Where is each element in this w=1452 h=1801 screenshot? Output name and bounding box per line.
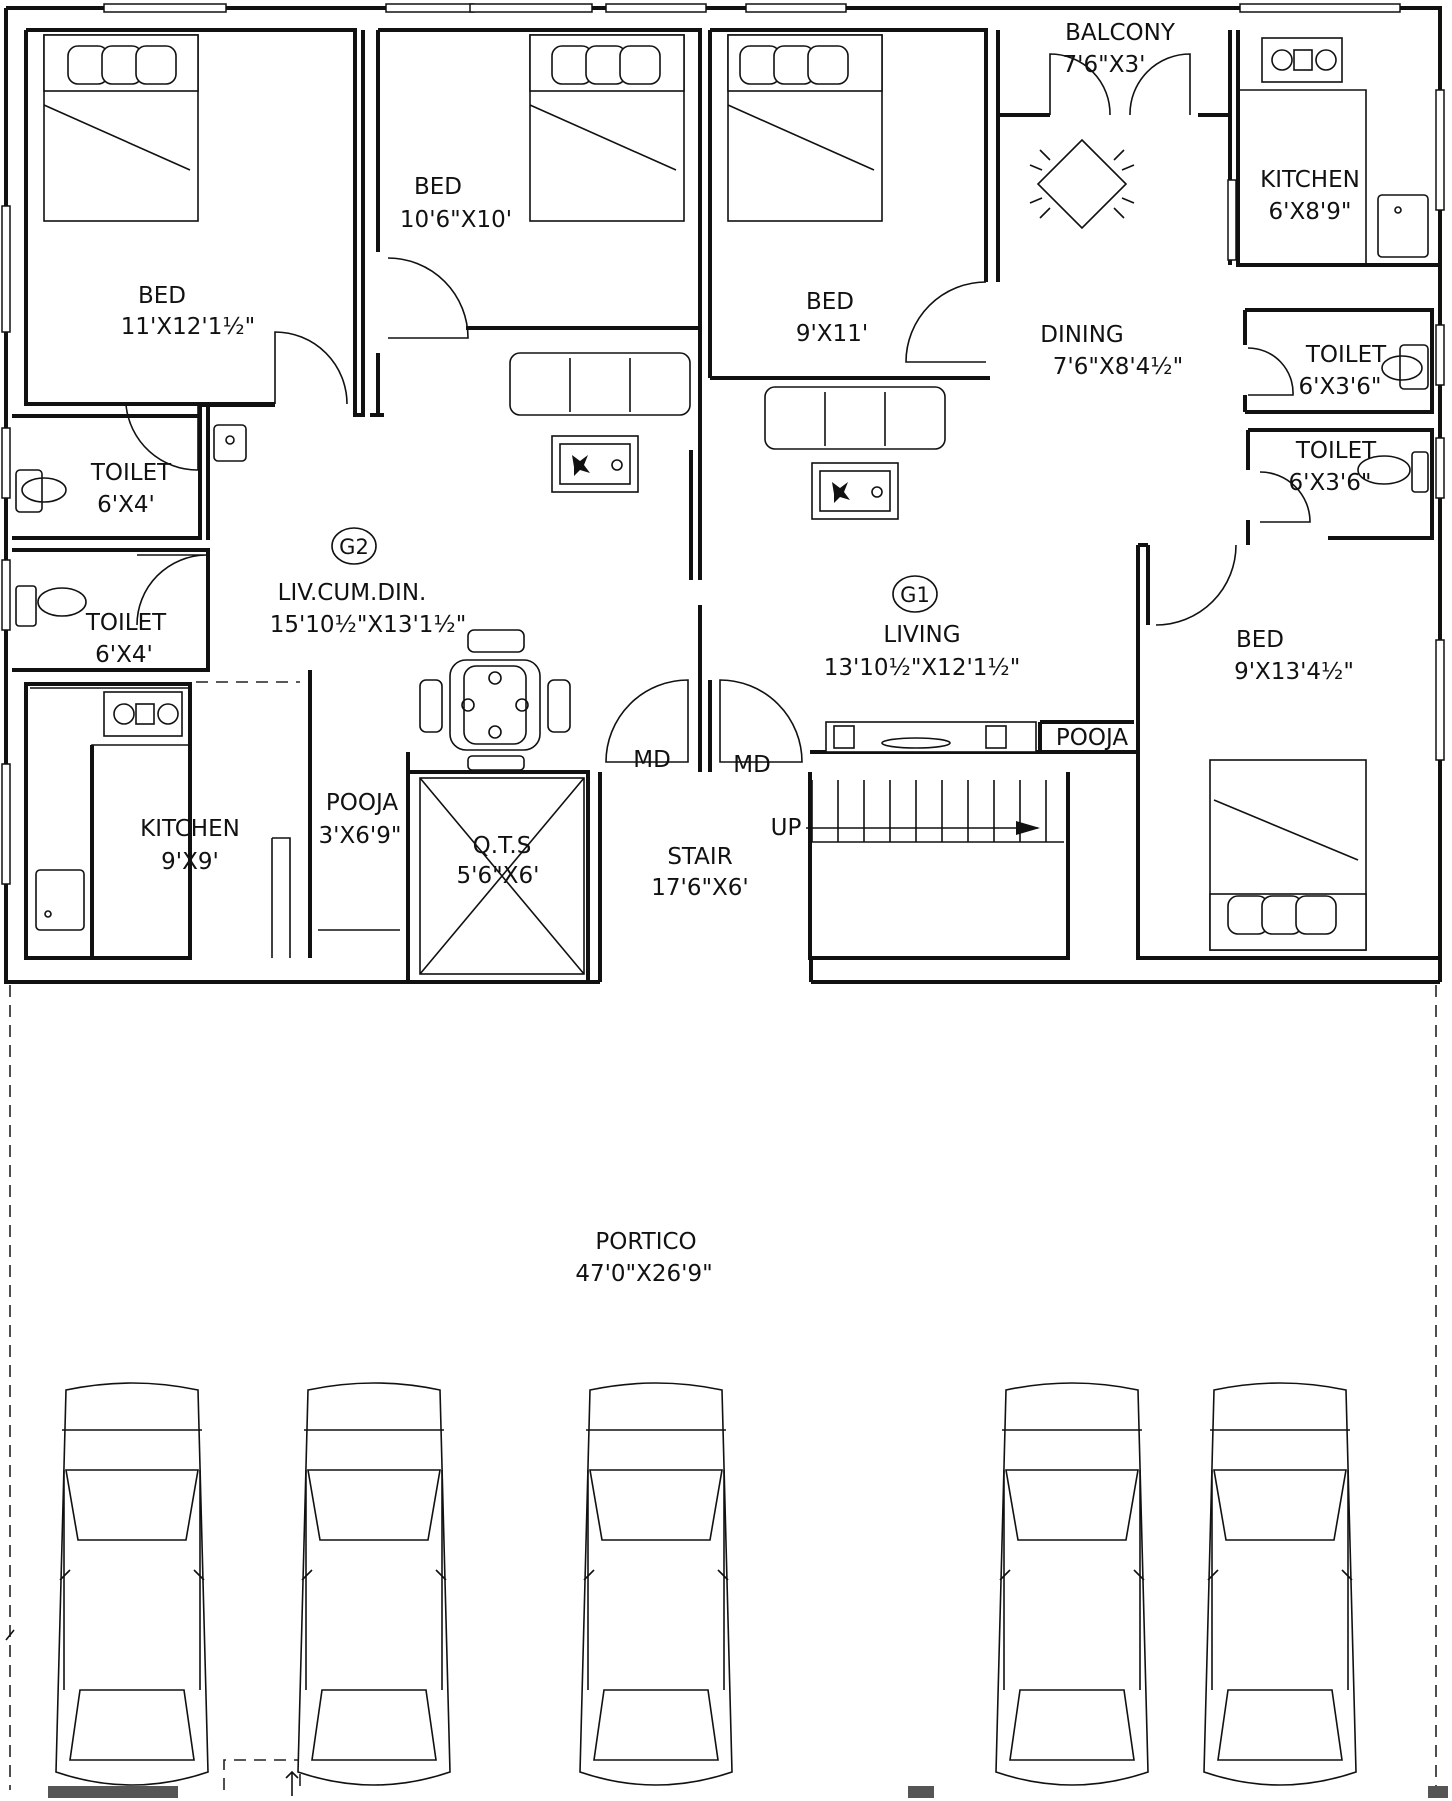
kitchen-ne-size: 6'X8'9" [1269, 199, 1352, 225]
bed-n3-size: 9'X11' [796, 321, 868, 347]
kitchen-w-size: 9'X9' [161, 849, 219, 875]
unit-tag-g1: G1 [892, 575, 938, 613]
kitchen-ne-name: KITCHEN [1260, 167, 1360, 193]
pooja-shelf-g1 [825, 721, 1037, 753]
car-2 [297, 1382, 451, 1786]
dining-set-g1 [1029, 138, 1135, 230]
dining-size: 7'6"X8'4½" [1053, 354, 1183, 380]
bed-nw-size: 11'X12'1½" [121, 314, 255, 340]
toilet-w1-name: TOILET [90, 460, 172, 486]
toilet-e1-name: TOILET [1305, 342, 1387, 368]
qts-name: Q.T.S [473, 833, 532, 859]
tea-table-g2 [551, 435, 639, 493]
bed-n2-name: BED [414, 174, 462, 200]
unit-tag-g2-text: G2 [339, 535, 369, 559]
main-door-left-label: MD [633, 747, 671, 773]
toilet-e2-size: 6'X3'6" [1289, 470, 1372, 496]
sofa-g2 [509, 352, 691, 416]
bed-n3-furniture [727, 34, 883, 222]
living-g1-size: 13'10½"X12'1½" [824, 655, 1021, 681]
portico [5, 985, 1448, 1798]
qts-cross [419, 777, 585, 975]
living-g2-name: LIV.CUM.DIN. [278, 580, 427, 606]
bed-nw-furniture [43, 34, 199, 222]
toilet-e2-name: TOILET [1295, 438, 1377, 464]
kitchen-w-counter [30, 687, 291, 958]
bed-e-name: BED [1236, 627, 1284, 653]
bed-nw-name: BED [138, 283, 186, 309]
sofa-g1 [764, 386, 946, 450]
parking-cars [55, 1382, 1357, 1786]
unit-tag-g1-text: G1 [900, 583, 930, 607]
car-4 [995, 1382, 1149, 1786]
unit-tag-g2: G2 [331, 527, 377, 565]
toilet-w1-size: 6'X4' [97, 492, 155, 518]
toilet-w2-size: 6'X4' [95, 642, 153, 668]
car-1 [55, 1382, 209, 1786]
qts-size: 5'6"X6' [457, 863, 540, 889]
main-door-right-label: MD [733, 752, 771, 778]
portico-size: 47'0"X26'9" [575, 1261, 712, 1287]
toilets-fixtures [15, 344, 1429, 627]
toilet-e1-size: 6'X3'6" [1299, 374, 1382, 400]
stair-treads [806, 772, 1069, 958]
bed-e-size: 9'X13'4½" [1234, 659, 1354, 685]
tea-table-g1 [811, 462, 899, 520]
bed-n3-name: BED [806, 289, 854, 315]
pooja-w-name: POOJA [326, 790, 398, 816]
balcony-name: BALCONY [1065, 20, 1176, 46]
pooja-e-name: POOJA [1056, 725, 1128, 751]
doors [125, 53, 1311, 763]
car-5 [1203, 1382, 1357, 1786]
pooja-w-size: 3'X6'9" [319, 823, 402, 849]
windows [1, 3, 1445, 885]
room-labels: BED 11'X12'1½" BED 10'6"X10' BED 9'X11' … [85, 20, 1387, 1287]
living-g1-name: LIVING [883, 622, 960, 648]
furniture [15, 34, 1429, 958]
car-3 [579, 1382, 733, 1786]
stair-size: 17'6"X6' [651, 875, 749, 901]
kitchen-ne-counter [1240, 37, 1429, 265]
dining-set-g2 [419, 629, 571, 771]
portico-name: PORTICO [595, 1229, 696, 1255]
toilet-w2-name: TOILET [85, 610, 167, 636]
bed-n2-furniture [529, 34, 685, 222]
balcony-size: 7'6"X3' [1063, 52, 1146, 78]
stair-name: STAIR [667, 844, 732, 870]
dining-name: DINING [1040, 322, 1124, 348]
living-g2-size: 15'10½"X13'1½" [270, 612, 467, 638]
bed-n2-size: 10'6"X10' [400, 207, 512, 233]
kitchen-w-name: KITCHEN [140, 816, 240, 842]
bed-e-furniture [1209, 759, 1367, 951]
stair-up-label: UP [771, 815, 802, 841]
